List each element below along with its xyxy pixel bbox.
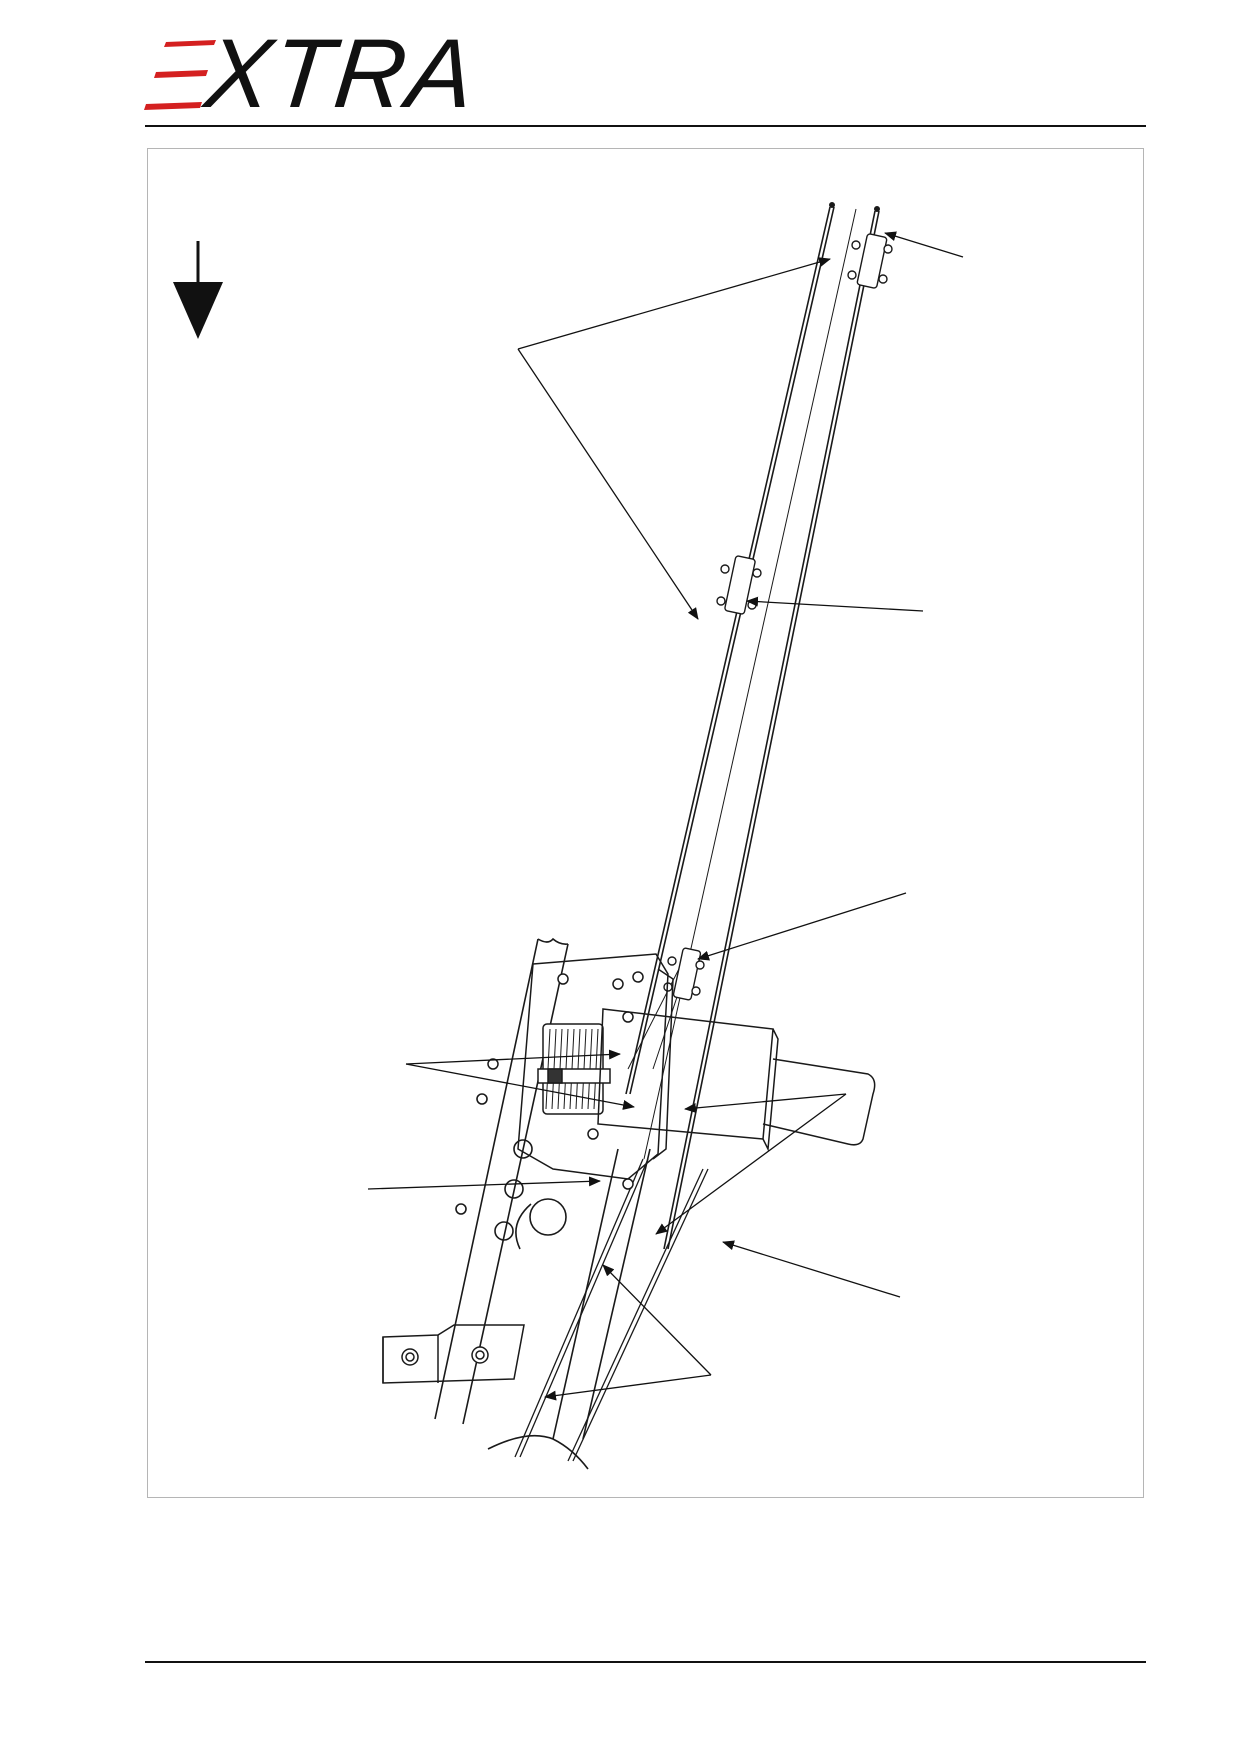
callout-leaders (367, 231, 964, 1401)
logo-wordmark: XTRA (200, 18, 482, 128)
cable-clamp-lower (663, 947, 705, 1001)
tensioner-bracket (487, 953, 674, 1190)
frame-tube-left (434, 937, 569, 1425)
footer-divider (145, 1661, 1146, 1663)
stylized-e-bars-icon (144, 40, 216, 110)
cable-rods (514, 202, 880, 1462)
arrow-down-icon (173, 241, 223, 339)
cable-clamp-middle (716, 555, 762, 615)
cable-clamp-top (847, 233, 893, 289)
tensioner-handle (597, 1008, 876, 1152)
brand-logo: XTRA (144, 18, 484, 128)
cable-assembly-drawing (173, 202, 964, 1470)
mounting-plate (382, 1324, 525, 1384)
technical-drawing-frame (147, 148, 1144, 1498)
header-divider (145, 125, 1146, 127)
